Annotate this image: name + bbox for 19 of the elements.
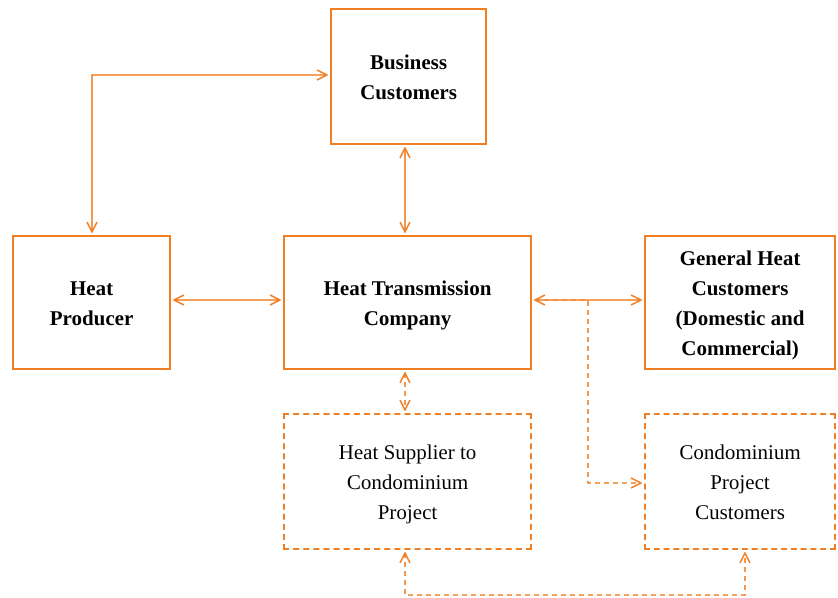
arrow [399,552,751,596]
box-label: Condominium Project Customers [678,438,802,526]
arrow [399,147,411,233]
dashed-box [644,413,836,550]
box-label: Business Customers [359,48,458,106]
arrow [535,299,642,489]
arrow [534,294,642,306]
box-label: General Heat Customers (Domestic and Commercial) [674,244,806,362]
process-box [330,8,487,145]
arrow [86,69,328,233]
arrow [173,294,281,306]
box-label: Heat Producer [48,274,134,332]
box-label: Heat Transmission Company [322,274,492,332]
arrow [399,372,411,411]
process-box [644,235,836,370]
dashed-box [283,413,532,550]
box-label: Heat Supplier to Condominium Project [338,438,478,526]
process-box [12,235,171,370]
process-box [283,235,532,370]
